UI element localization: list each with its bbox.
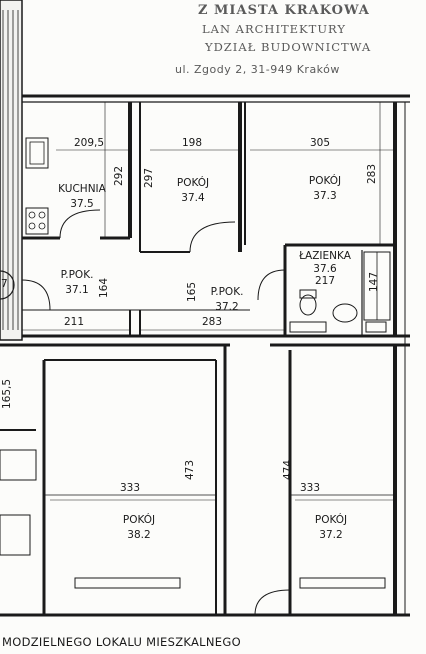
dim-bath-depth: 147 xyxy=(368,271,381,293)
stair-block xyxy=(0,0,23,341)
stamp-line-4: ul. Zgody 2, 31-949 Kraków xyxy=(175,63,340,76)
dim-hall-1-width: 211 xyxy=(64,316,85,328)
stamp-line-3: YDZIAŁ BUDOWNICTWA xyxy=(205,40,372,54)
room-d: POKÓJ 37.2 xyxy=(306,515,356,541)
dim-kitchen-depth: 292 xyxy=(113,165,126,187)
dim-room-d-depth: 474 xyxy=(282,459,295,481)
dim-room-d-width: 333 xyxy=(300,482,321,494)
stamp-line-2: LAN ARCHITEKTURY xyxy=(202,22,346,36)
dim-left-cut: 165,5 xyxy=(1,378,14,410)
room-c-name: POKÓJ xyxy=(122,514,156,526)
room-c-num: 38.2 xyxy=(127,529,151,541)
room-kitchen-name: KUCHNIA xyxy=(58,183,106,195)
room-bathroom-num: 37.6 xyxy=(313,263,337,275)
room-d-name: POKÓJ xyxy=(314,514,348,526)
room-kitchen: KUCHNIA 37.5 xyxy=(52,184,112,210)
dim-room-a-depth: 297 xyxy=(143,167,156,189)
room-b-num: 37.3 xyxy=(313,190,337,202)
room-bathroom-name: ŁAZIENKA xyxy=(299,250,351,262)
stamp-line-1: Z MIASTA KRAKOWA xyxy=(198,3,370,18)
dim-hall-2-depth: 165 xyxy=(186,281,199,303)
room-hall-2: P.POK. 37.2 xyxy=(202,287,252,313)
dim-kitchen-width: 209,5 xyxy=(74,137,105,149)
section-marker-label: 7 xyxy=(1,278,8,290)
dim-hall-2-width: 283 xyxy=(202,316,223,328)
room-a-name: POKÓJ xyxy=(176,177,210,189)
room-a-num: 37.4 xyxy=(181,192,205,204)
room-hall-2-name: P.POK. xyxy=(210,286,244,298)
dim-room-c-depth: 473 xyxy=(184,459,197,481)
room-d-num: 37.2 xyxy=(319,529,343,541)
plan-caption: MODZIELNEGO LOKALU MIESZKALNEGO xyxy=(2,635,241,649)
room-b-name: POKÓJ xyxy=(308,175,342,187)
room-kitchen-num: 37.5 xyxy=(70,198,94,210)
dim-room-a-width: 198 xyxy=(182,137,203,149)
room-hall-1-num: 37.1 xyxy=(65,284,89,296)
room-hall-1-name: P.POK. xyxy=(60,269,94,281)
room-a: POKÓJ 37.4 xyxy=(168,178,218,204)
room-bathroom-area: 217 xyxy=(314,275,336,287)
dim-room-b-depth: 283 xyxy=(366,163,379,185)
dim-hall-1-depth: 164 xyxy=(98,277,111,299)
room-bathroom: ŁAZIENKA 37.6 217 xyxy=(292,251,358,287)
room-hall-1: P.POK. 37.1 xyxy=(52,270,102,296)
room-c: POKÓJ 38.2 xyxy=(114,515,164,541)
dim-room-c-width: 333 xyxy=(120,482,141,494)
room-b: POKÓJ 37.3 xyxy=(300,176,350,202)
section-marker xyxy=(0,270,15,300)
dim-room-b-width: 305 xyxy=(310,137,331,149)
room-hall-2-num: 37.2 xyxy=(215,301,239,313)
